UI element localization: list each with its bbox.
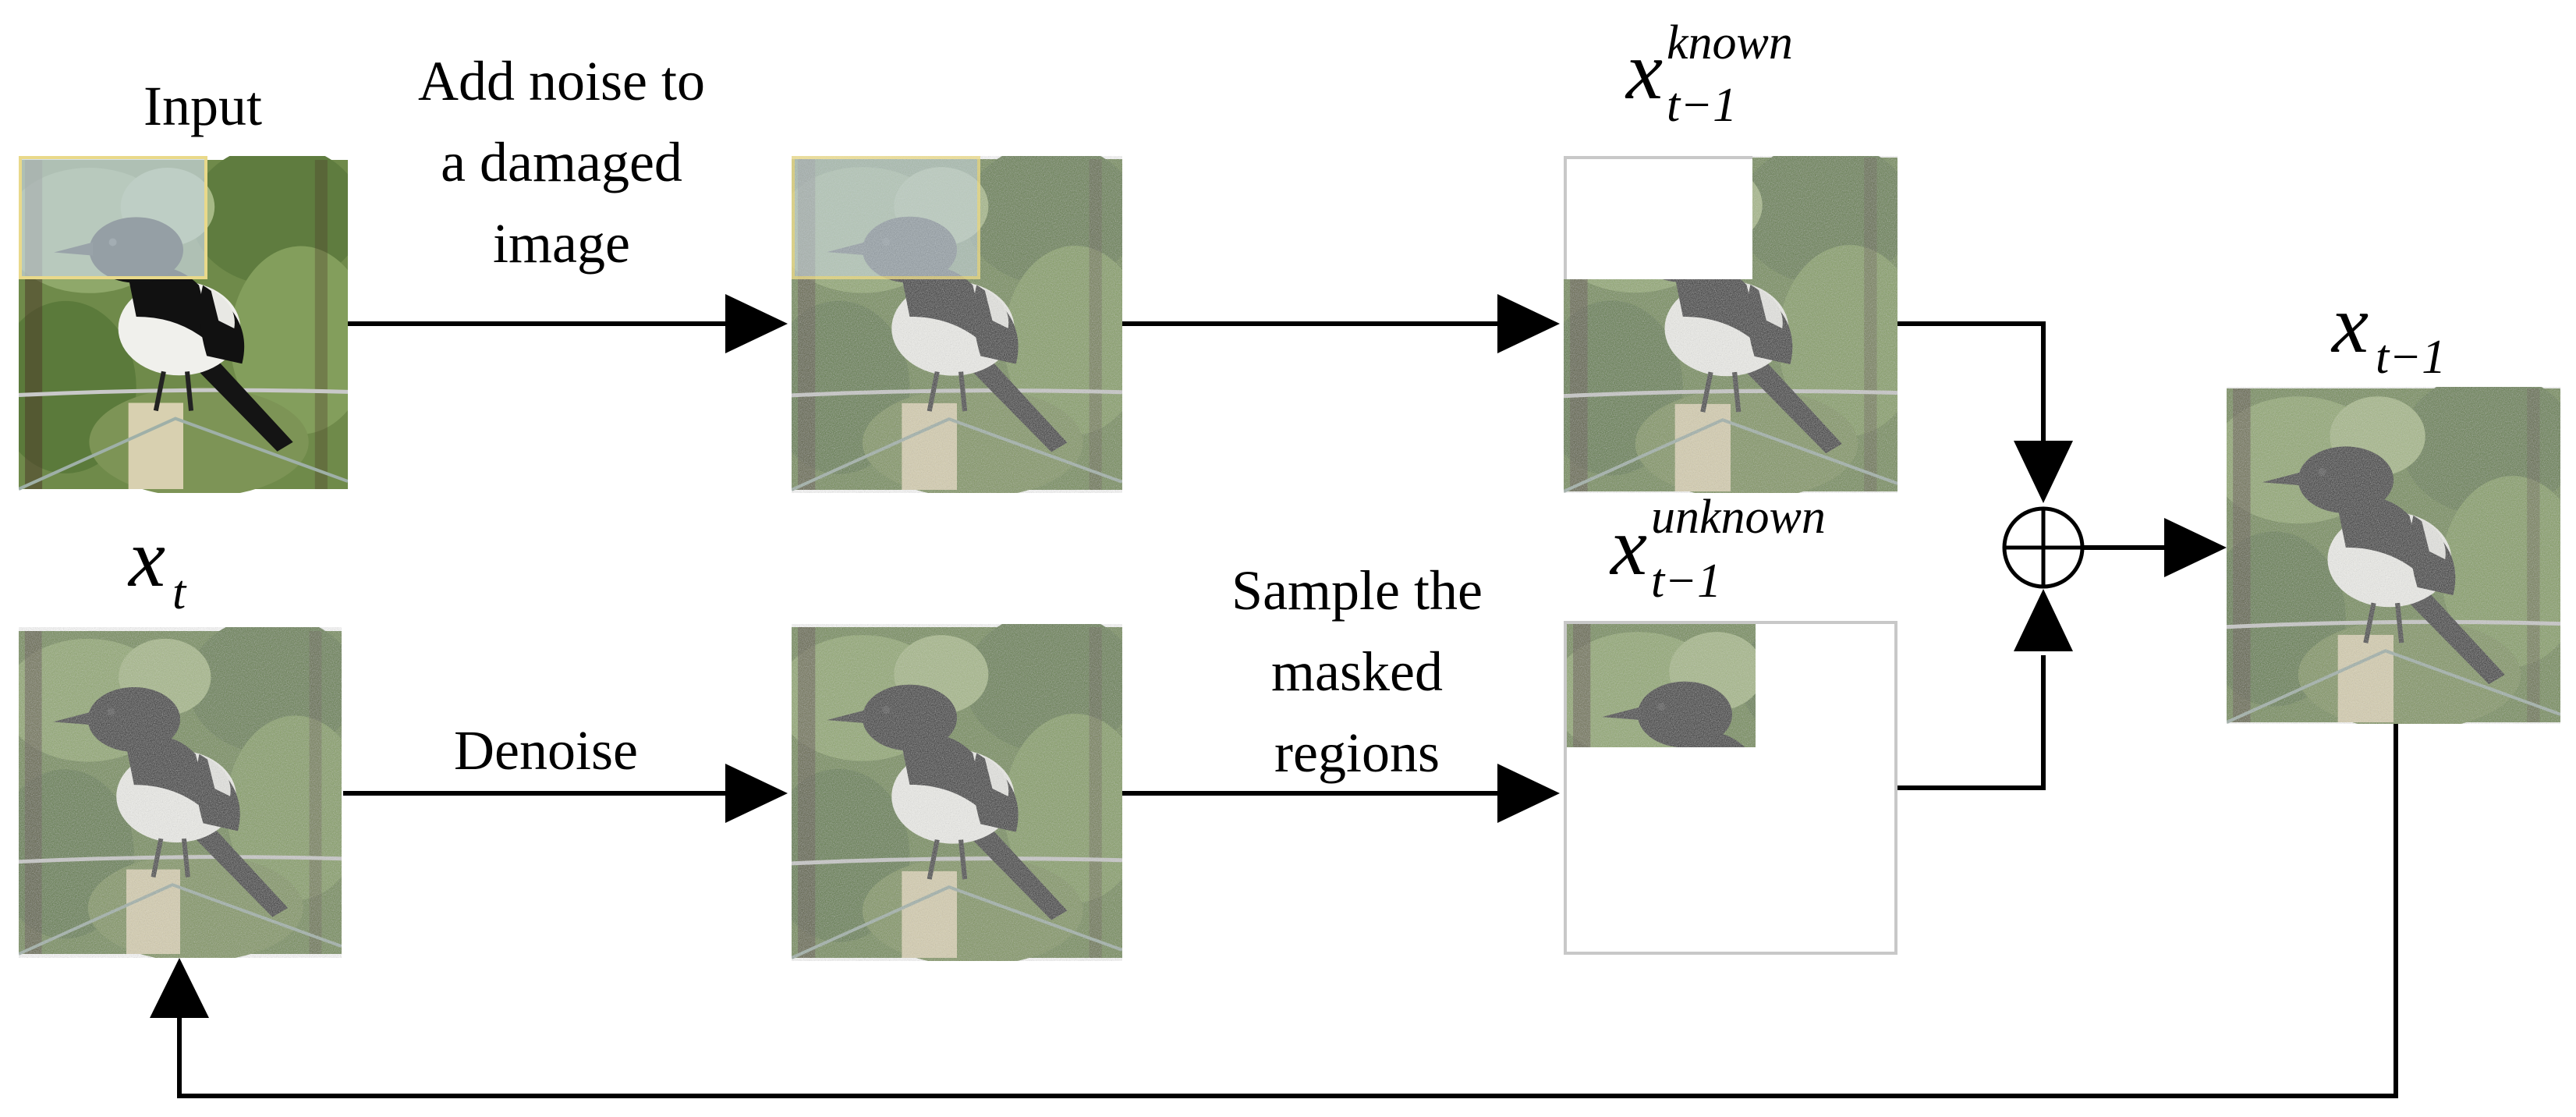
label-add-noise-line3: image bbox=[493, 212, 630, 275]
label-sample-line1: Sample the bbox=[1231, 559, 1483, 622]
connector-known-to-sum bbox=[1897, 321, 2046, 445]
connector-unknown-to-sum bbox=[1897, 655, 2046, 790]
label-sample-line3: regions bbox=[1274, 722, 1440, 784]
arrowhead bbox=[150, 958, 209, 1018]
math-x-known: x known t−1 bbox=[1626, 16, 1793, 132]
arrowhead bbox=[725, 764, 788, 823]
label-denoise: Denoise bbox=[454, 719, 638, 782]
damaged-region bbox=[19, 156, 207, 279]
xt-noisy-image bbox=[19, 627, 342, 958]
masked-out-region bbox=[1564, 156, 1752, 279]
known-region-image bbox=[1564, 156, 1897, 493]
label-add-noise-line1: Add noise to bbox=[418, 50, 705, 112]
unknown-region-frame bbox=[1564, 621, 1897, 955]
math-x-t-minus-1: x t−1 bbox=[2332, 278, 2447, 384]
output-image bbox=[2227, 387, 2560, 724]
label-add-noise-line2: a damaged bbox=[441, 131, 682, 193]
arrowhead bbox=[2164, 518, 2227, 577]
circle-plus-icon bbox=[2002, 506, 2085, 589]
feedback-loop-line bbox=[177, 722, 2398, 1098]
damaged-region bbox=[792, 156, 980, 279]
noised-damaged-image bbox=[792, 156, 1122, 493]
arrowhead bbox=[2014, 441, 2073, 503]
arrowhead bbox=[1497, 764, 1560, 823]
label-input: Input bbox=[144, 75, 262, 137]
input-image bbox=[19, 156, 348, 493]
arrowhead bbox=[2014, 589, 2073, 651]
label-sample-line2: masked bbox=[1271, 640, 1443, 703]
arrowhead bbox=[725, 294, 788, 353]
unknown-region-image bbox=[1567, 624, 1756, 747]
math-x-t: x t bbox=[129, 512, 186, 619]
arrowhead bbox=[1497, 294, 1560, 353]
math-x-unknown: x unknown t−1 bbox=[1610, 491, 1826, 608]
denoised-image bbox=[792, 624, 1122, 961]
